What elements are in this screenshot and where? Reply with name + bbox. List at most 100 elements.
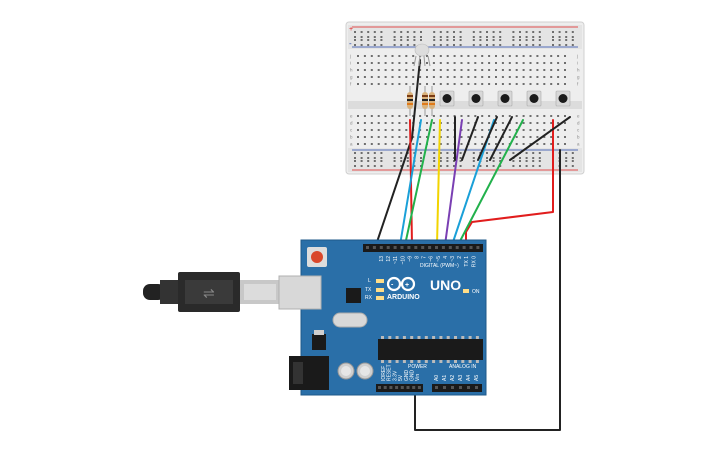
header-pin[interactable]	[395, 386, 399, 389]
breadboard-hole	[488, 55, 491, 57]
breadboard-hole	[426, 122, 428, 124]
header-pin[interactable]	[455, 246, 459, 249]
rail-hole	[360, 157, 363, 159]
rail-hole	[446, 44, 449, 46]
chip-pin	[395, 336, 399, 339]
rail-hole	[453, 165, 455, 167]
header-pin[interactable]	[451, 386, 454, 389]
breadboard-hole	[529, 83, 532, 85]
breadboard-hole	[481, 129, 484, 131]
header-pin[interactable]	[462, 246, 466, 249]
breadboard-hole	[405, 83, 408, 85]
rail-hole	[380, 44, 383, 46]
header-pin[interactable]	[443, 386, 446, 389]
breadboard-hole	[363, 76, 366, 78]
breadboard-hole	[446, 115, 449, 117]
rail-hole	[492, 39, 495, 41]
rail-hole	[492, 31, 495, 33]
breadboard-hole	[453, 83, 456, 85]
chip-pins	[381, 336, 479, 363]
breadboard-hole	[501, 115, 504, 117]
breadboard-hole	[370, 69, 373, 71]
breadboard-hole	[363, 143, 366, 145]
breadboard-hole	[357, 143, 359, 145]
rail-hole	[512, 36, 515, 38]
rail-hole	[565, 160, 568, 162]
row-letter: j	[349, 54, 351, 59]
resistor-1	[407, 86, 413, 116]
header-pin[interactable]	[366, 246, 369, 249]
header-pin[interactable]	[475, 386, 478, 389]
header-pin[interactable]	[378, 386, 381, 389]
wire-black-jumper-3	[477, 116, 498, 161]
breadboard-hole	[536, 143, 539, 145]
breadboard-hole	[398, 122, 401, 124]
rail-hole	[525, 160, 528, 162]
row-letter: b	[577, 135, 580, 140]
pushbutton[interactable]	[497, 90, 513, 107]
rail-hole	[472, 36, 475, 38]
header-pin[interactable]	[476, 246, 480, 249]
header-pin[interactable]	[412, 386, 416, 389]
rail-hole	[499, 31, 502, 33]
header-pin[interactable]	[400, 246, 404, 249]
wire-black-led	[375, 59, 421, 246]
breadboard-hole	[564, 129, 566, 131]
breadboard-hole	[363, 83, 366, 85]
header-pin[interactable]	[435, 386, 438, 389]
breadboard-hole	[405, 55, 408, 57]
header-pin[interactable]	[421, 246, 425, 249]
pushbutton[interactable]	[439, 90, 455, 107]
header-pin[interactable]	[386, 246, 390, 249]
power-pin-label: GND	[410, 370, 416, 382]
rail-hole	[492, 36, 495, 38]
breadboard-hole	[446, 76, 449, 78]
breadboard-hole	[446, 136, 449, 138]
header-pin[interactable]	[428, 246, 432, 249]
breadboard-hole	[453, 62, 456, 64]
header-pin[interactable]	[441, 246, 445, 249]
rail-hole	[420, 31, 422, 33]
header-pin[interactable]	[435, 246, 438, 249]
pushbutton[interactable]	[468, 90, 484, 107]
header-pin[interactable]	[393, 246, 397, 249]
rail-hole	[393, 152, 396, 154]
header-pin[interactable]	[372, 246, 376, 249]
header-pin[interactable]	[467, 386, 470, 389]
header-pin[interactable]	[379, 246, 383, 249]
reset-button[interactable]	[311, 251, 323, 263]
breadboard-hole	[453, 115, 456, 117]
breadboard-hole	[474, 129, 477, 131]
usb-port[interactable]	[278, 275, 322, 310]
breadboard-hole	[426, 76, 428, 78]
pushbutton[interactable]	[555, 90, 571, 107]
breadboard-hole	[432, 122, 435, 124]
rail-hole	[433, 31, 436, 33]
breadboard-hole	[432, 55, 435, 57]
breadboard-hole	[405, 129, 408, 131]
breadboard-hole	[522, 129, 525, 131]
header-pin[interactable]	[383, 386, 387, 389]
header-pin[interactable]	[407, 246, 411, 249]
rail-hole	[486, 31, 488, 33]
rail-hole	[459, 44, 462, 46]
rail-hole	[420, 160, 422, 162]
breadboard-hole	[405, 136, 408, 138]
pushbutton[interactable]	[526, 90, 542, 107]
header-pin[interactable]	[406, 386, 410, 389]
wire-red-power	[465, 119, 554, 246]
rail-hole	[552, 44, 554, 46]
rail-hole	[420, 152, 422, 154]
header-pin[interactable]	[400, 386, 404, 389]
header-pin[interactable]	[459, 386, 462, 389]
header-pin[interactable]	[448, 246, 452, 249]
header-pin[interactable]	[389, 386, 393, 389]
header-pin[interactable]	[469, 246, 473, 249]
rail-hole	[512, 165, 515, 167]
breadboard-hole	[536, 76, 539, 78]
rail-hole	[406, 39, 409, 41]
header-pin[interactable]	[414, 246, 418, 249]
rail-hole	[439, 39, 442, 41]
header-pin[interactable]	[417, 386, 421, 389]
wire-blue-1	[399, 119, 422, 246]
